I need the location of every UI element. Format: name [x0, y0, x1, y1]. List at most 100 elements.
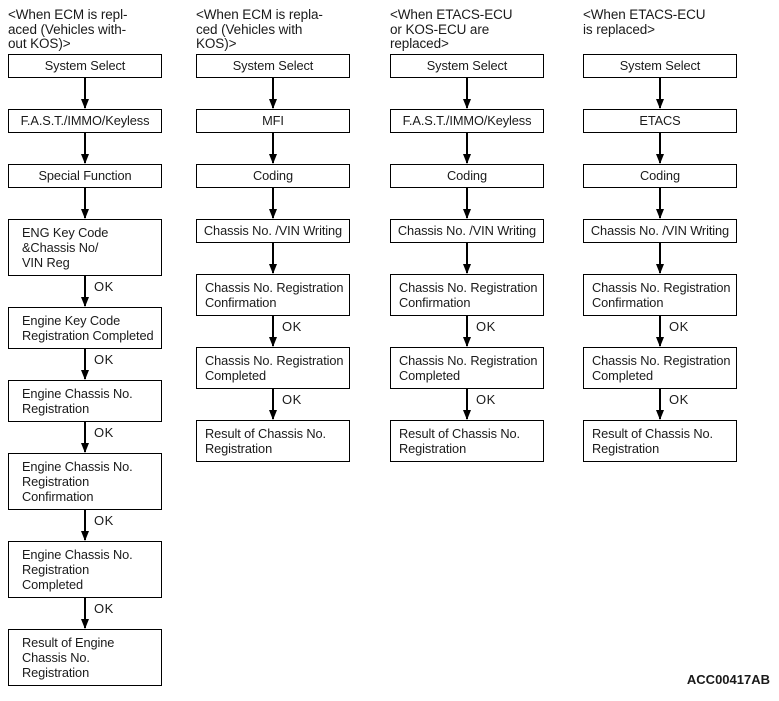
arrow-down-icon: OK	[390, 316, 544, 347]
flow-step-box: System Select	[583, 54, 737, 78]
arrow-line	[272, 78, 274, 108]
column-caption: <When ECM is repl- aced (Vehicles with- …	[8, 7, 128, 51]
arrow-down-icon: OK	[8, 349, 162, 380]
arrow-down-icon: OK	[8, 598, 162, 629]
flow-column: <When ETACS-ECU is replaced> System Selec…	[583, 7, 737, 462]
flow-column: <When ECM is repla- ced (Vehicles with K…	[196, 7, 350, 462]
flow-step-box: Engine Chassis No. Registration Complete…	[8, 541, 162, 598]
arrow-line	[466, 188, 468, 218]
arrowhead-icon	[462, 410, 471, 420]
arrowhead-icon	[268, 264, 277, 274]
arrow-down-icon: OK	[583, 389, 737, 420]
ok-label: OK	[94, 279, 114, 294]
flow-step-box: F.A.S.T./IMMO/Keyless	[390, 109, 544, 133]
arrowhead-icon	[462, 99, 471, 109]
figure-code: ACC00417AB	[686, 672, 770, 687]
flow-step-box: Special Function	[8, 164, 162, 188]
arrow-down-icon	[390, 188, 544, 219]
ok-label: OK	[94, 601, 114, 616]
flow-step-box: Coding	[196, 164, 350, 188]
arrow-down-icon: OK	[196, 316, 350, 347]
arrowhead-icon	[268, 337, 277, 347]
arrow-down-icon: OK	[8, 510, 162, 541]
flow-step-box: ENG Key Code &Chassis No/ VIN Reg	[8, 219, 162, 276]
column-caption: <When ETACS-ECU or KOS-ECU are replaced>	[390, 7, 513, 51]
ok-label: OK	[669, 392, 689, 407]
arrow-down-icon	[583, 78, 737, 109]
arrow-line	[84, 276, 86, 306]
arrow-line	[466, 389, 468, 419]
arrow-down-icon	[583, 188, 737, 219]
ok-label: OK	[476, 392, 496, 407]
arrow-line	[272, 188, 274, 218]
arrow-line	[466, 243, 468, 273]
arrow-line	[84, 422, 86, 452]
flow-step-box: Engine Chassis No. Registration	[8, 380, 162, 422]
flow-step-box: Chassis No. /VIN Writing	[390, 219, 544, 243]
arrow-line	[84, 188, 86, 218]
arrowhead-icon	[80, 370, 89, 380]
arrow-down-icon: OK	[196, 389, 350, 420]
arrow-line	[466, 316, 468, 346]
arrowhead-icon	[268, 154, 277, 164]
arrowhead-icon	[268, 410, 277, 420]
flow-step-box: Chassis No. /VIN Writing	[196, 219, 350, 243]
flow-step-box: MFI	[196, 109, 350, 133]
arrow-line	[659, 243, 661, 273]
ok-label: OK	[282, 392, 302, 407]
arrowhead-icon	[462, 209, 471, 219]
arrow-down-icon	[8, 188, 162, 219]
flow-step-box: Chassis No. Registration Confirmation	[196, 274, 350, 316]
flow-step-box: Chassis No. Registration Confirmation	[583, 274, 737, 316]
flow-step-box: Engine Key Code Registration Completed	[8, 307, 162, 349]
arrowhead-icon	[462, 154, 471, 164]
flow-column: <When ECM is repl- aced (Vehicles with- …	[8, 7, 162, 686]
flow-step-box: ETACS	[583, 109, 737, 133]
arrow-line	[84, 78, 86, 108]
flow-step-box: F.A.S.T./IMMO/Keyless	[8, 109, 162, 133]
ok-label: OK	[476, 319, 496, 334]
arrow-down-icon: OK	[583, 316, 737, 347]
arrowhead-icon	[268, 209, 277, 219]
arrow-line	[84, 133, 86, 163]
arrow-line	[466, 133, 468, 163]
arrow-line	[466, 78, 468, 108]
arrowhead-icon	[462, 337, 471, 347]
arrowhead-icon	[655, 410, 664, 420]
arrow-line	[659, 316, 661, 346]
flow-step-box: System Select	[390, 54, 544, 78]
arrowhead-icon	[80, 619, 89, 629]
flow-step-box: Chassis No. Registration Confirmation	[390, 274, 544, 316]
arrow-line	[272, 133, 274, 163]
arrowhead-icon	[80, 209, 89, 219]
ok-label: OK	[669, 319, 689, 334]
arrowhead-icon	[655, 264, 664, 274]
arrow-down-icon	[196, 133, 350, 164]
arrowhead-icon	[80, 99, 89, 109]
arrow-line	[659, 389, 661, 419]
arrow-down-icon	[196, 78, 350, 109]
flow-step-box: Result of Chassis No. Registration	[196, 420, 350, 462]
ok-label: OK	[94, 352, 114, 367]
arrowhead-icon	[462, 264, 471, 274]
flow-step-box: Coding	[583, 164, 737, 188]
column-caption: <When ETACS-ECU is replaced>	[583, 7, 706, 37]
arrowhead-icon	[655, 99, 664, 109]
flow-step-box: System Select	[196, 54, 350, 78]
flow-step-box: Chassis No. /VIN Writing	[583, 219, 737, 243]
flow-step-box: System Select	[8, 54, 162, 78]
flow-step-box: Engine Chassis No. Registration Confirma…	[8, 453, 162, 510]
arrow-line	[272, 243, 274, 273]
arrow-down-icon	[8, 78, 162, 109]
arrow-down-icon: OK	[8, 276, 162, 307]
arrow-line	[659, 188, 661, 218]
arrow-down-icon	[390, 133, 544, 164]
flow-step-box: Chassis No. Registration Completed	[390, 347, 544, 389]
arrowhead-icon	[80, 443, 89, 453]
arrow-down-icon: OK	[8, 422, 162, 453]
arrowhead-icon	[80, 297, 89, 307]
arrow-down-icon	[583, 243, 737, 274]
arrow-down-icon	[583, 133, 737, 164]
arrow-line	[272, 316, 274, 346]
